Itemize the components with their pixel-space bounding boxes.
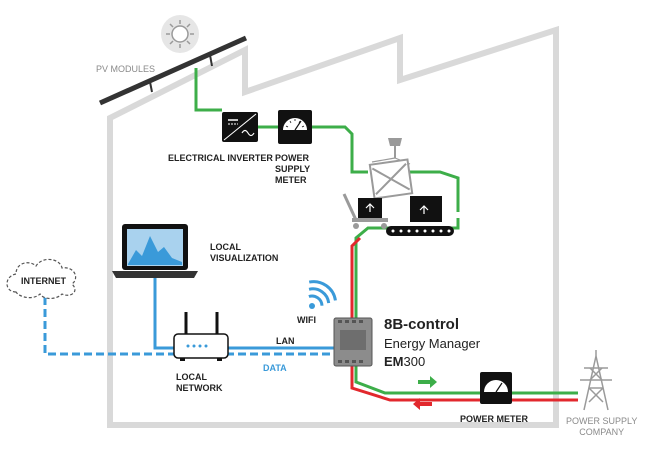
lan-label: LAN: [276, 336, 295, 346]
conveyor-icon: [386, 196, 454, 236]
power-meter-icon: [480, 372, 512, 404]
brand-logo: 8B-control: [384, 316, 459, 333]
arrow-left-icon: [413, 398, 432, 410]
energy-manager-icon: [333, 317, 373, 367]
crane-icon: [368, 138, 414, 200]
pv-modules-label: PV MODULES: [96, 64, 156, 74]
internet-label: INTERNET: [21, 276, 66, 286]
product-line-label: Energy Manager: [384, 336, 481, 351]
laptop-icon: [112, 224, 198, 278]
router-icon: [173, 312, 229, 361]
internet-data-line: [43, 297, 334, 356]
wifi-icon: [308, 280, 337, 309]
data-label: DATA: [263, 363, 287, 373]
building-outline: [107, 25, 559, 428]
sun-icon: [161, 15, 199, 53]
cloud-icon: [6, 258, 77, 300]
model-number: 300: [403, 354, 426, 369]
power-supply-meter-label: POWER SUPPLY METER: [275, 153, 311, 185]
wifi-label: WIFI: [297, 315, 316, 325]
local-visualization-label: LOCAL VISUALIZATION: [210, 242, 279, 263]
transmission-tower-icon: [580, 350, 612, 411]
model-label: EM300: [384, 354, 425, 369]
pallet-truck-icon: [342, 193, 388, 229]
power-supply-company-label: POWER SUPPLY COMPANY: [566, 416, 638, 437]
solar-power-line: [194, 68, 578, 395]
meter-icon: [278, 110, 312, 144]
local-network-label: LOCAL NETWORK: [176, 372, 223, 393]
inverter-icon: [222, 112, 258, 142]
lan-line: [153, 278, 334, 350]
grid-power-line: [350, 236, 578, 402]
arrow-right-icon: [418, 376, 437, 388]
solar-panel-icon: [98, 35, 248, 106]
model-prefix: EM: [384, 354, 404, 369]
electrical-inverter-label: ELECTRICAL INVERTER: [168, 153, 273, 163]
power-meter-label: POWER METER: [460, 414, 529, 424]
